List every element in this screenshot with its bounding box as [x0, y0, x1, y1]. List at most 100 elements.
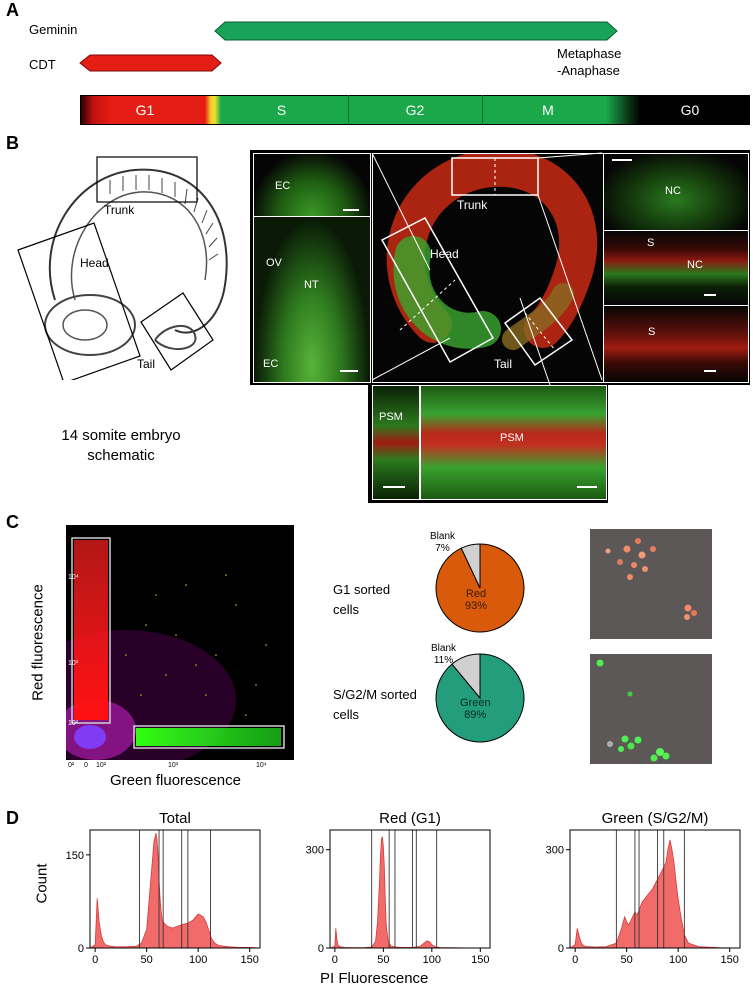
micro-ec-top	[253, 153, 371, 217]
label-tail: Tail	[494, 357, 513, 371]
yellow-dots	[125, 574, 267, 716]
red-population	[74, 540, 108, 720]
hist-frame	[89, 829, 261, 949]
micro-psm-right	[420, 385, 607, 500]
embryo-eye	[62, 309, 108, 341]
label-head: Head	[430, 247, 459, 261]
panel-label-b: B	[6, 133, 19, 153]
phase-g1: G1	[135, 102, 155, 118]
sg2m-sorted-micrograph	[590, 654, 712, 764]
hist-xtick-label: 0	[332, 954, 338, 966]
hist-ytick-label: 300	[546, 845, 564, 857]
metaphase-label: Metaphase -Anaphase	[557, 45, 621, 79]
tail-box	[140, 292, 214, 371]
flow-cytometry-plot	[66, 525, 294, 760]
flow-xtick-10e4: 10⁴	[256, 762, 267, 769]
tail-inset-box	[503, 296, 574, 367]
trunk-schematic-label: Trunk	[104, 203, 135, 217]
pie-g1-main-pct: 93%	[465, 600, 488, 612]
embryo-caption-line2: schematic	[87, 447, 155, 464]
metaphase-line2: -Anaphase	[557, 63, 620, 78]
label-psm-left: PSM	[379, 411, 403, 423]
phase-g2: G2	[405, 102, 425, 118]
pie-sg2m-blank-pct: 11%	[433, 655, 454, 666]
connector-lines	[371, 152, 603, 386]
hist-ytick-label: 0	[318, 943, 324, 955]
green-population	[136, 728, 281, 746]
flow-xtick-10e2: 10²	[96, 762, 107, 769]
label-trunk: Trunk	[457, 198, 488, 212]
hist-xtick-label: 100	[423, 954, 441, 966]
hist-xtick-label: 50	[377, 954, 389, 966]
embryo-inner-outline	[70, 191, 208, 301]
hist-frame	[329, 829, 491, 949]
embryo-fluor-head	[393, 236, 501, 349]
flow-xtick-0b: 0	[84, 762, 88, 769]
hist-title: Red (G1)	[379, 810, 441, 827]
panel-label-d: D	[6, 808, 19, 828]
phase-m: M	[542, 102, 554, 118]
hist-xtick-label: 50	[141, 954, 153, 966]
g1-sorted-label: G1 sorted cells	[333, 580, 390, 620]
cell-cycle-bar	[80, 95, 750, 125]
pie-g1-blank-name: Blank	[430, 531, 456, 542]
hist-ytick-label: 0	[78, 943, 84, 955]
embryo-schematic	[17, 156, 228, 380]
hist-xtick-label: 150	[471, 954, 489, 966]
g1-sorted-line2: cells	[333, 602, 360, 617]
g1-sorted-line1: G1 sorted	[333, 582, 391, 597]
flow-ytick-10e2: 10²	[68, 720, 79, 727]
embryo-caption: 14 somite embryo schematic	[56, 426, 186, 466]
purple-center	[74, 725, 106, 749]
pie-sg2m-blank-label: Blank 11%	[431, 643, 456, 667]
label-s-mid: S	[647, 237, 655, 249]
sg2m-sorted-line1: S/G2/M sorted	[333, 687, 417, 702]
micro-psm-left	[372, 385, 420, 500]
pie-sg2m-main-label: Green 89%	[460, 697, 491, 721]
hist-title: Green (S/G2/M)	[602, 810, 709, 827]
hist-xtick-label: 150	[721, 954, 739, 966]
label-nc-mid: NC	[687, 259, 703, 271]
scalebar-psm-left	[383, 486, 405, 488]
trunk-box	[96, 156, 198, 203]
hist-area	[88, 833, 261, 949]
label-s-bottom: S	[648, 326, 656, 338]
hist-title: Total	[159, 810, 191, 827]
hist-xtick-label: 100	[669, 954, 687, 966]
micro-head-dorsal	[253, 216, 371, 383]
panel-label-c: C	[6, 512, 19, 532]
pie-sg2m-blank	[451, 653, 481, 700]
pie-sg2m	[435, 653, 525, 743]
phase-s: S	[276, 102, 287, 118]
micro-nc-top	[603, 153, 749, 231]
geminin-arrow-shape	[214, 21, 618, 41]
embryo-fluor	[386, 154, 598, 350]
hist-xtick-label: 0	[92, 954, 98, 966]
phase-g0: G0	[680, 102, 700, 118]
sg2m-sorted-label: S/G2/M sorted cells	[333, 685, 417, 725]
hist-area	[329, 836, 490, 949]
micro-whole-embryo	[372, 153, 604, 383]
head-schematic-label: Head	[80, 256, 109, 270]
hist-xtick-label: 50	[621, 954, 633, 966]
pie-g1-blank	[460, 543, 481, 589]
phase-divider-2	[482, 95, 483, 125]
hist-y-label: Count	[33, 863, 51, 904]
cdt-label: CDT	[29, 57, 56, 72]
metaphase-line1: Metaphase	[557, 46, 622, 61]
geminin-label: Geminin	[29, 22, 78, 37]
embryo-tail	[154, 325, 197, 351]
embryo-caption-line1: 14 somite embryo	[61, 427, 181, 444]
hist-ytick-label: 150	[66, 850, 84, 862]
flow-xtick-10e3: 10³	[168, 762, 179, 769]
scalebar-head	[340, 370, 358, 372]
pie-sg2m-main-name: Green	[460, 697, 491, 709]
label-nt: NT	[304, 279, 319, 291]
pie-sg2m-main-pct: 89%	[464, 709, 487, 721]
label-ec-top: EC	[275, 180, 291, 192]
hist-area	[568, 839, 741, 949]
hist-ytick-label: 0	[558, 943, 564, 955]
